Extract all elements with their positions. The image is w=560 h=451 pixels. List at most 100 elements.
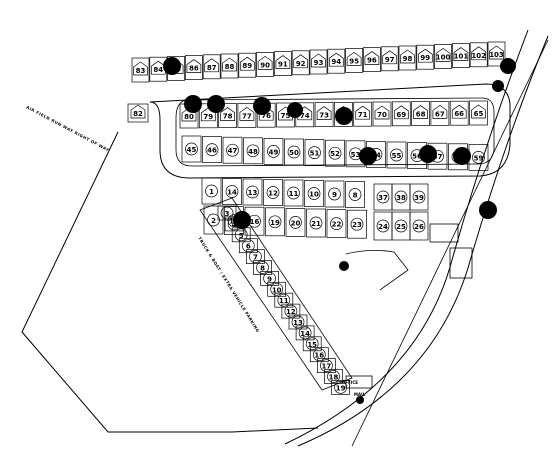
- lots-top-left: 82: [127, 103, 149, 123]
- lot-marker-icon: [205, 184, 218, 198]
- lot: 88: [220, 53, 239, 79]
- lot-number: 22: [332, 221, 342, 229]
- lot-number: 9: [332, 191, 337, 199]
- lot-number: 21: [311, 220, 321, 228]
- lot-number: 78: [223, 113, 233, 121]
- loop-road-outer: [149, 83, 511, 179]
- lot-number: 102: [471, 52, 486, 60]
- lot-number: 95: [349, 57, 359, 65]
- lot-marker-icon: [246, 185, 259, 199]
- lot-outline: [131, 57, 150, 83]
- lot-number: 86: [189, 65, 199, 73]
- lot-number: 48: [248, 148, 258, 156]
- lot-marker-icon: [284, 304, 298, 318]
- lot-number: 92: [296, 60, 306, 68]
- building-1: [429, 223, 459, 243]
- tree-icon: [163, 57, 181, 75]
- house-icon: [489, 45, 504, 60]
- lot: 10: [267, 281, 287, 297]
- lot: 39: [409, 183, 429, 211]
- lot: 11: [283, 179, 304, 207]
- lot-marker-icon: [350, 217, 364, 231]
- lot-outline: [326, 209, 347, 238]
- lot-outline: [295, 325, 315, 341]
- lot: 3: [217, 205, 237, 221]
- lot-boundary-east: [351, 39, 549, 447]
- lot: 87: [202, 54, 221, 80]
- interior-drive: [345, 250, 409, 291]
- lot-outline: [409, 183, 429, 211]
- lot-outline: [302, 336, 322, 352]
- lot: 82: [127, 103, 149, 123]
- lot: 96: [363, 47, 381, 72]
- lot: 45: [181, 135, 202, 163]
- lot: 9: [324, 180, 345, 208]
- lot-marker-icon: [263, 272, 276, 285]
- lot: 102: [469, 42, 488, 68]
- lot-marker-icon: [330, 217, 343, 230]
- lot: 46: [202, 136, 222, 163]
- office-building: [345, 375, 373, 389]
- lot-marker-icon: [412, 219, 426, 233]
- lot-number: 25: [396, 223, 406, 231]
- lot: 12: [281, 303, 301, 319]
- tree-icon: [184, 95, 202, 113]
- lot-outline: [345, 48, 363, 73]
- house-icon: [130, 104, 146, 119]
- lot-number: 19: [270, 219, 280, 227]
- lot: 70: [372, 101, 392, 127]
- lot-number: 90: [260, 61, 270, 69]
- lot-number: 15: [307, 341, 317, 349]
- lot-number: 38: [396, 194, 406, 202]
- house-icon: [413, 105, 428, 119]
- office-label: OFFICE: [342, 380, 358, 385]
- tree-icon: [287, 102, 303, 118]
- lot-number: 70: [377, 111, 387, 119]
- lot-number: 91: [278, 61, 288, 69]
- lot-outline: [434, 44, 452, 69]
- lot-number: 69: [396, 111, 406, 119]
- tree-icon: [453, 147, 471, 165]
- lot: 95: [345, 48, 363, 73]
- lot-outline: [398, 45, 417, 71]
- lot: 14: [295, 325, 315, 341]
- lot: 25: [391, 211, 411, 241]
- lot-outline: [391, 101, 411, 127]
- lot: 92: [291, 50, 310, 76]
- lot: 7: [246, 249, 265, 264]
- lot: 71: [353, 101, 373, 127]
- lot-number: 10: [309, 191, 319, 199]
- lot: 94: [327, 48, 346, 74]
- house-icon: [133, 61, 148, 76]
- building-2: [449, 247, 473, 279]
- lot: 10: [304, 180, 324, 207]
- lots-top-row: 8384858687888990919293949596979899100101…: [131, 41, 506, 83]
- lot: 69: [391, 101, 411, 127]
- lot-marker-icon: [394, 219, 408, 233]
- lot-outline: [304, 139, 325, 166]
- parking-label: TRUCK & BOAT / EXTRA VEHICLE PARKING: [197, 236, 260, 333]
- lot-number: 45: [187, 146, 197, 154]
- lot-outline: [253, 260, 272, 275]
- lot-number: 14: [300, 330, 310, 338]
- lot-marker-icon: [185, 142, 198, 156]
- airfield-label: AIR FIELD RUN WAY RIGHT OF WAY: [26, 104, 111, 152]
- lot-number: 66: [454, 110, 464, 118]
- lot-number: 47: [228, 147, 238, 155]
- lot-number: 71: [358, 111, 368, 119]
- lot-marker-icon: [305, 337, 319, 351]
- house-icon: [346, 51, 362, 66]
- lot: 101: [452, 43, 470, 68]
- house-icon: [364, 51, 380, 65]
- mail-label: MAIL: [354, 392, 366, 397]
- lot-number: 26: [414, 223, 424, 231]
- tree-icon: [339, 261, 349, 271]
- lot-marker-icon: [268, 215, 282, 229]
- lot: 18: [324, 369, 343, 384]
- lot-outline: [353, 101, 373, 127]
- lot-number: 52: [330, 150, 340, 158]
- lot-marker-icon: [309, 216, 323, 230]
- lot: 86: [185, 55, 203, 80]
- lot-number: 16: [250, 218, 260, 226]
- lot-number: 97: [385, 56, 395, 64]
